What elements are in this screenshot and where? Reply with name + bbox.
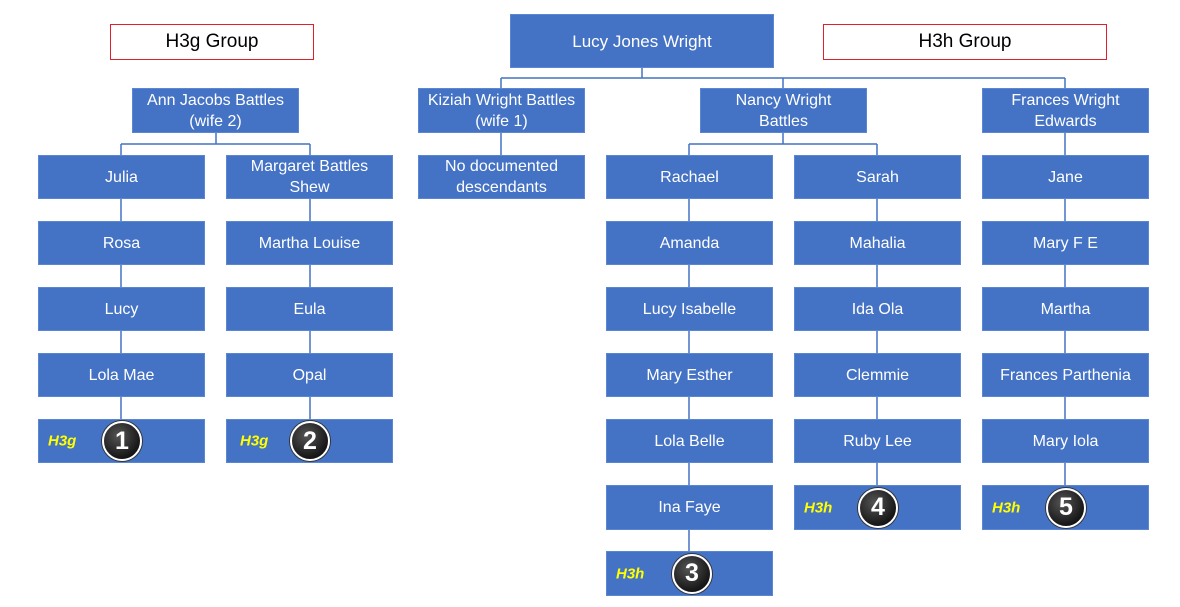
leaf-h3h-5: H3h 5 [982, 485, 1149, 530]
h3h-group-header: H3h Group [823, 24, 1107, 60]
node-kiziah-wright-battles: Kiziah Wright Battles(wife 1) [418, 88, 585, 133]
node-lucy: Lucy [38, 287, 205, 331]
leaf-h3h-3: H3h 3 [606, 551, 773, 596]
node-lola-mae: Lola Mae [38, 353, 205, 397]
node-ruby-lee: Ruby Lee [794, 419, 961, 463]
node-rosa: Rosa [38, 221, 205, 265]
number-badge-4: 4 [858, 487, 898, 528]
node-eula: Eula [226, 287, 393, 331]
node-martha-louise: Martha Louise [226, 221, 393, 265]
node-julia: Julia [38, 155, 205, 199]
node-mary-esther: Mary Esther [606, 353, 773, 397]
leaf-h3g-2: H3g 2 [226, 419, 393, 463]
node-ann-jacobs-battles: Ann Jacobs Battles(wife 2) [132, 88, 299, 133]
haplogroup-tag: H3g [48, 432, 77, 450]
node-lucy-isabelle: Lucy Isabelle [606, 287, 773, 331]
node-amanda: Amanda [606, 221, 773, 265]
node-jane: Jane [982, 155, 1149, 199]
leaf-h3g-1: H3g 1 [38, 419, 205, 463]
node-mary-f-e: Mary F E [982, 221, 1149, 265]
number-badge-1: 1 [102, 421, 142, 461]
haplogroup-tag: H3h [804, 499, 833, 516]
node-clemmie: Clemmie [794, 353, 961, 397]
number-badge-3: 3 [672, 553, 712, 594]
root-node-lucy-jones-wright: Lucy Jones Wright [510, 14, 774, 68]
node-frances-parthenia: Frances Parthenia [982, 353, 1149, 397]
node-opal: Opal [226, 353, 393, 397]
number-badge-2: 2 [290, 421, 330, 461]
haplogroup-tag: H3h [992, 499, 1021, 516]
node-ina-faye: Ina Faye [606, 485, 773, 530]
haplogroup-tag: H3h [616, 565, 645, 582]
node-lola-belle: Lola Belle [606, 419, 773, 463]
node-martha: Martha [982, 287, 1149, 331]
node-sarah: Sarah [794, 155, 961, 199]
number-badge-5: 5 [1046, 487, 1086, 528]
node-mahalia: Mahalia [794, 221, 961, 265]
h3g-group-header: H3g Group [110, 24, 314, 60]
node-rachael: Rachael [606, 155, 773, 199]
haplogroup-tag: H3g [240, 432, 269, 450]
node-ida-ola: Ida Ola [794, 287, 961, 331]
node-mary-iola: Mary Iola [982, 419, 1149, 463]
leaf-h3h-4: H3h 4 [794, 485, 961, 530]
